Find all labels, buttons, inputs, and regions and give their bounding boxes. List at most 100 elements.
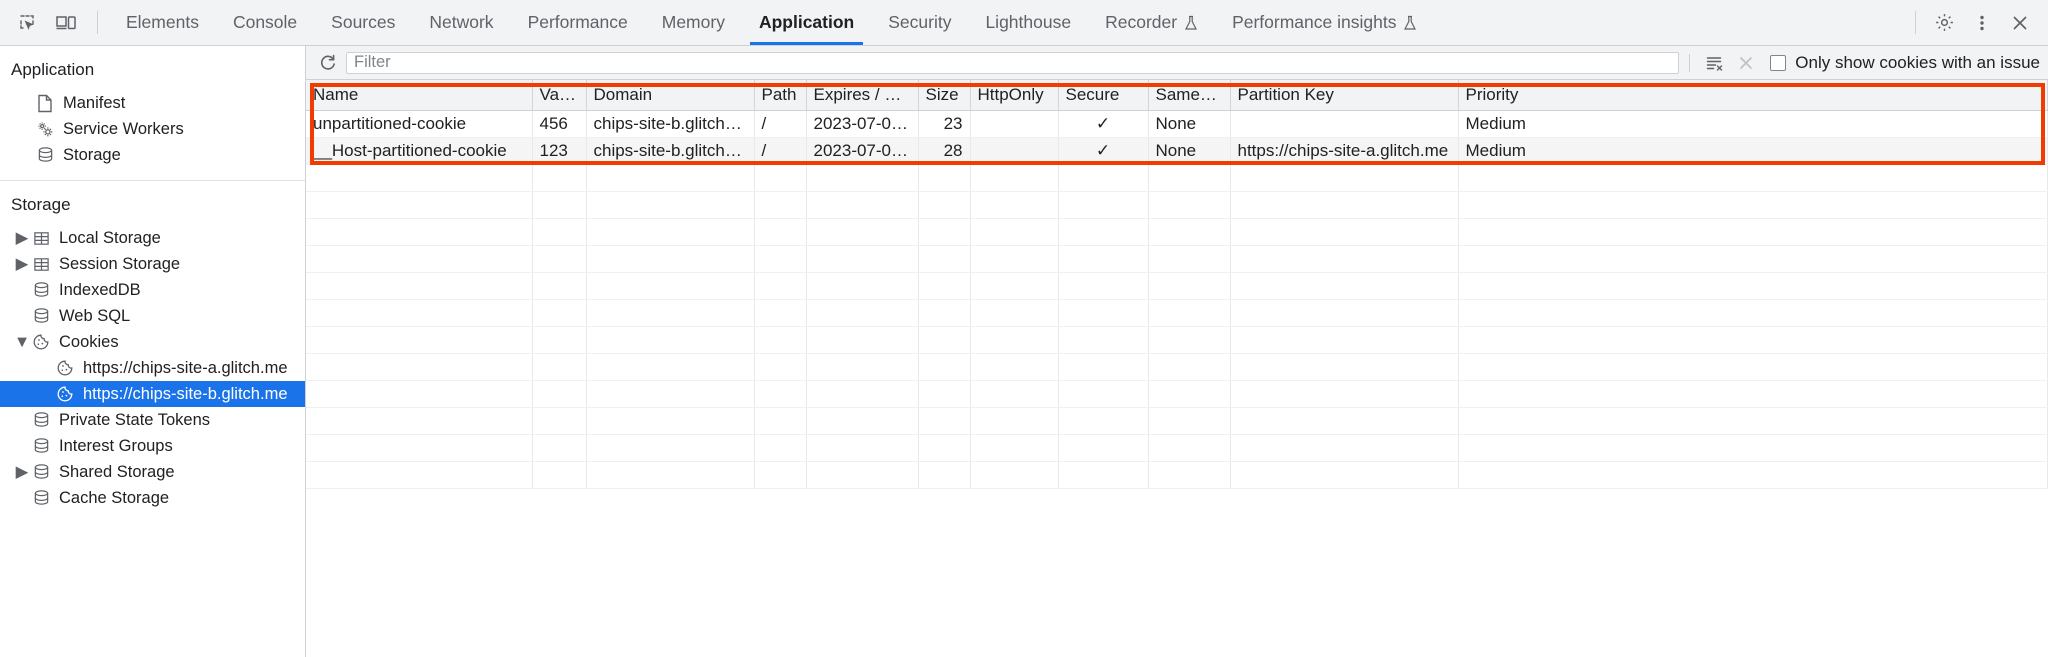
column-header-value[interactable]: Value xyxy=(532,80,587,111)
sidebar-item-session-storage[interactable]: ▶ Session Storage xyxy=(0,251,305,277)
tab-performance-insights[interactable]: Performance insights xyxy=(1215,0,1434,45)
tab-label: Application xyxy=(758,12,855,32)
column-header-domain[interactable]: Domain xyxy=(586,80,755,111)
close-icon[interactable] xyxy=(2002,6,2038,40)
column-header-expires[interactable]: Expires / M... xyxy=(806,80,919,111)
tab-security[interactable]: Security xyxy=(871,0,968,45)
cell-priority: Medium xyxy=(1458,110,2048,138)
tab-performance[interactable]: Performance xyxy=(511,0,645,45)
column-header-secure[interactable]: Secure xyxy=(1058,80,1149,111)
cookies-table-body: unpartitioned-cookie 456 chips-site-b.gl… xyxy=(306,110,2048,489)
database-icon xyxy=(30,462,52,482)
column-header-path[interactable]: Path xyxy=(754,80,807,111)
refresh-icon[interactable] xyxy=(314,50,342,76)
cell-size: 23 xyxy=(918,110,971,138)
sidebar-item-indexeddb[interactable]: ▶ IndexedDB xyxy=(0,277,305,303)
table-icon xyxy=(30,228,52,248)
sidebar-item-label: Cache Storage xyxy=(59,488,170,507)
sidebar-item-cookie-site-b[interactable]: ▶ https://chips-site-b.glitch.me xyxy=(0,381,305,407)
sidebar-item-cookie-site-a[interactable]: ▶ https://chips-site-a.glitch.me xyxy=(0,355,305,381)
tab-sources[interactable]: Sources xyxy=(314,0,412,45)
sidebar-section-storage: Storage ▶ Local Storage ▶ xyxy=(0,180,305,523)
search-input[interactable] xyxy=(346,51,1680,74)
checkbox-box[interactable] xyxy=(1770,54,1787,71)
table-icon xyxy=(30,254,52,274)
expand-arrow-icon[interactable]: ▶ xyxy=(15,463,29,481)
sidebar-item-cookies[interactable]: ▼ Cookies xyxy=(0,329,305,355)
tab-network[interactable]: Network xyxy=(412,0,510,45)
sidebar-section-title: Storage xyxy=(11,195,71,214)
collapse-arrow-icon[interactable]: ▼ xyxy=(13,332,31,351)
cookies-table-area: Name Value Domain Path Expires / M... Si… xyxy=(306,80,2048,657)
expand-arrow-icon[interactable]: ▶ xyxy=(15,255,29,273)
database-icon xyxy=(30,410,52,430)
tab-label: Network xyxy=(429,12,494,32)
sidebar-item-label: Shared Storage xyxy=(59,462,175,481)
table-empty-row xyxy=(306,191,2048,219)
sidebar-item-label: Manifest xyxy=(63,93,126,112)
sidebar-item-manifest[interactable]: ▶ Manifest xyxy=(0,90,305,116)
cell-secure: ✓ xyxy=(1058,110,1149,138)
table-empty-row xyxy=(306,461,2048,489)
column-header-samesite[interactable]: SameSite xyxy=(1148,80,1231,111)
table-row[interactable]: __Host-partitioned-cookie 123 chips-site… xyxy=(306,137,2048,165)
sidebar-item-label: Storage xyxy=(63,145,121,164)
sidebar-item-cache-storage[interactable]: ▶ Cache Storage xyxy=(0,485,305,511)
tab-application[interactable]: Application xyxy=(742,0,871,45)
table-row[interactable]: unpartitioned-cookie 456 chips-site-b.gl… xyxy=(306,110,2048,138)
toolbar-right-controls xyxy=(1907,0,2048,45)
sidebar-item-web-sql[interactable]: ▶ Web SQL xyxy=(0,303,305,329)
cell-value: 123 xyxy=(532,137,587,165)
sidebar-item-label: Local Storage xyxy=(59,228,161,247)
sidebar-item-storage[interactable]: ▶ Storage xyxy=(0,142,305,168)
toolbar-left-controls xyxy=(0,0,109,45)
main-toolbar: Elements Console Sources Network Perform… xyxy=(0,0,2048,46)
table-empty-row xyxy=(306,218,2048,246)
tab-memory[interactable]: Memory xyxy=(645,0,742,45)
tab-label: Sources xyxy=(331,12,396,32)
tab-lighthouse[interactable]: Lighthouse xyxy=(968,0,1088,45)
expand-arrow-icon[interactable]: ▶ xyxy=(15,229,29,247)
column-header-size[interactable]: Size xyxy=(918,80,971,111)
inspect-element-icon[interactable] xyxy=(10,6,46,40)
sidebar-item-label: Interest Groups xyxy=(59,436,173,455)
sidebar-section-title: Application xyxy=(11,60,95,79)
only-show-issues-checkbox[interactable]: Only show cookies with an issue xyxy=(1764,53,2040,73)
sidebar-item-label: https://chips-site-b.glitch.me xyxy=(83,384,288,403)
application-sidebar: Application ▶ Manifest ▶ xyxy=(0,46,306,657)
cell-expires: 2023-07-07… xyxy=(806,110,919,138)
tab-label: Console xyxy=(232,12,298,32)
database-icon xyxy=(30,280,52,300)
table-empty-row xyxy=(306,164,2048,192)
clear-filter-icon[interactable] xyxy=(1700,50,1728,76)
kebab-menu-icon[interactable] xyxy=(1964,6,2000,40)
sidebar-item-private-state-tokens[interactable]: ▶ Private State Tokens xyxy=(0,407,305,433)
tab-recorder[interactable]: Recorder xyxy=(1088,0,1215,45)
table-empty-row xyxy=(306,272,2048,300)
sidebar-item-interest-groups[interactable]: ▶ Interest Groups xyxy=(0,433,305,459)
cell-path: / xyxy=(754,110,807,138)
column-header-name[interactable]: Name xyxy=(306,80,533,111)
table-empty-row xyxy=(306,434,2048,462)
clear-x-icon[interactable] xyxy=(1732,50,1760,76)
tab-label: Memory xyxy=(661,12,725,32)
column-header-httponly[interactable]: HttpOnly xyxy=(970,80,1059,111)
tab-console[interactable]: Console xyxy=(216,0,314,45)
table-empty-row xyxy=(306,407,2048,435)
tab-elements[interactable]: Elements xyxy=(109,0,216,45)
sidebar-item-shared-storage[interactable]: ▶ Shared Storage xyxy=(0,459,305,485)
sidebar-item-service-workers[interactable]: ▶ Service Workers xyxy=(0,116,305,142)
gear-icon[interactable] xyxy=(1926,6,1962,40)
table-header-row: Name Value Domain Path Expires / M... Si… xyxy=(306,80,2048,111)
table-empty-row xyxy=(306,380,2048,408)
cell-name: unpartitioned-cookie xyxy=(306,110,533,138)
cookies-panel: Only show cookies with an issue Name Val… xyxy=(306,46,2048,657)
column-header-partition-key[interactable]: Partition Key xyxy=(1230,80,1459,111)
device-toolbar-icon[interactable] xyxy=(48,6,84,40)
column-header-priority[interactable]: Priority xyxy=(1458,80,2048,111)
sidebar-item-local-storage[interactable]: ▶ Local Storage xyxy=(0,225,305,251)
cell-samesite: None xyxy=(1148,137,1231,165)
cell-path: / xyxy=(754,137,807,165)
flask-icon xyxy=(1403,15,1417,31)
panel-tabs: Elements Console Sources Network Perform… xyxy=(109,0,1907,45)
